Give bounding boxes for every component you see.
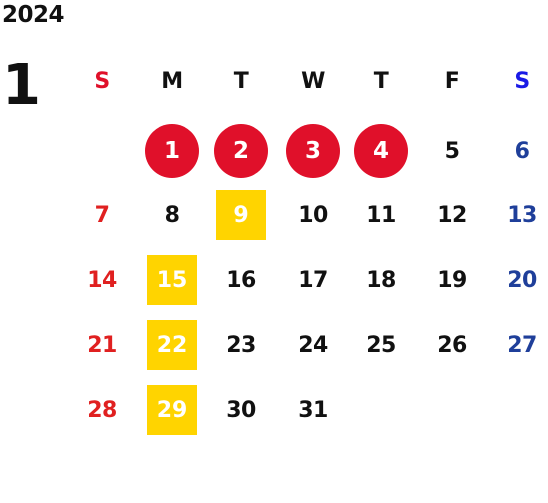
- month-number: 1: [2, 53, 41, 118]
- day-26[interactable]: 26: [437, 332, 467, 358]
- weekday-header-3: W: [301, 68, 325, 94]
- weekday-header-6: S: [514, 68, 530, 94]
- day-13[interactable]: 13: [507, 202, 537, 228]
- day-5[interactable]: 5: [444, 138, 460, 164]
- day-15-highlighted[interactable]: 15: [147, 255, 197, 305]
- day-30[interactable]: 30: [226, 397, 256, 423]
- day-2-holiday[interactable]: 2: [214, 124, 268, 178]
- weekday-header-5: F: [444, 68, 460, 94]
- day-23[interactable]: 23: [226, 332, 256, 358]
- day-17[interactable]: 17: [298, 267, 328, 293]
- day-27[interactable]: 27: [507, 332, 537, 358]
- weekday-header-4: T: [373, 68, 389, 94]
- day-31[interactable]: 31: [298, 397, 328, 423]
- day-4-holiday[interactable]: 4: [354, 124, 408, 178]
- day-1-holiday[interactable]: 1: [145, 124, 199, 178]
- day-22-highlighted[interactable]: 22: [147, 320, 197, 370]
- year-label: 2024: [2, 2, 65, 28]
- day-24[interactable]: 24: [298, 332, 328, 358]
- weekday-header-2: T: [233, 68, 249, 94]
- day-29-highlighted[interactable]: 29: [147, 385, 197, 435]
- weekday-header-1: M: [161, 68, 183, 94]
- day-11[interactable]: 11: [366, 202, 396, 228]
- day-21[interactable]: 21: [87, 332, 117, 358]
- day-10[interactable]: 10: [298, 202, 328, 228]
- day-18[interactable]: 18: [366, 267, 396, 293]
- weekday-header-0: S: [94, 68, 110, 94]
- day-16[interactable]: 16: [226, 267, 256, 293]
- day-28[interactable]: 28: [87, 397, 117, 423]
- day-19[interactable]: 19: [437, 267, 467, 293]
- day-8[interactable]: 8: [164, 202, 180, 228]
- day-25[interactable]: 25: [366, 332, 396, 358]
- day-3-holiday[interactable]: 3: [286, 124, 340, 178]
- day-20[interactable]: 20: [507, 267, 537, 293]
- day-12[interactable]: 12: [437, 202, 467, 228]
- day-7[interactable]: 7: [94, 202, 110, 228]
- day-6[interactable]: 6: [514, 138, 530, 164]
- day-9-highlighted[interactable]: 9: [216, 190, 266, 240]
- day-14[interactable]: 14: [87, 267, 117, 293]
